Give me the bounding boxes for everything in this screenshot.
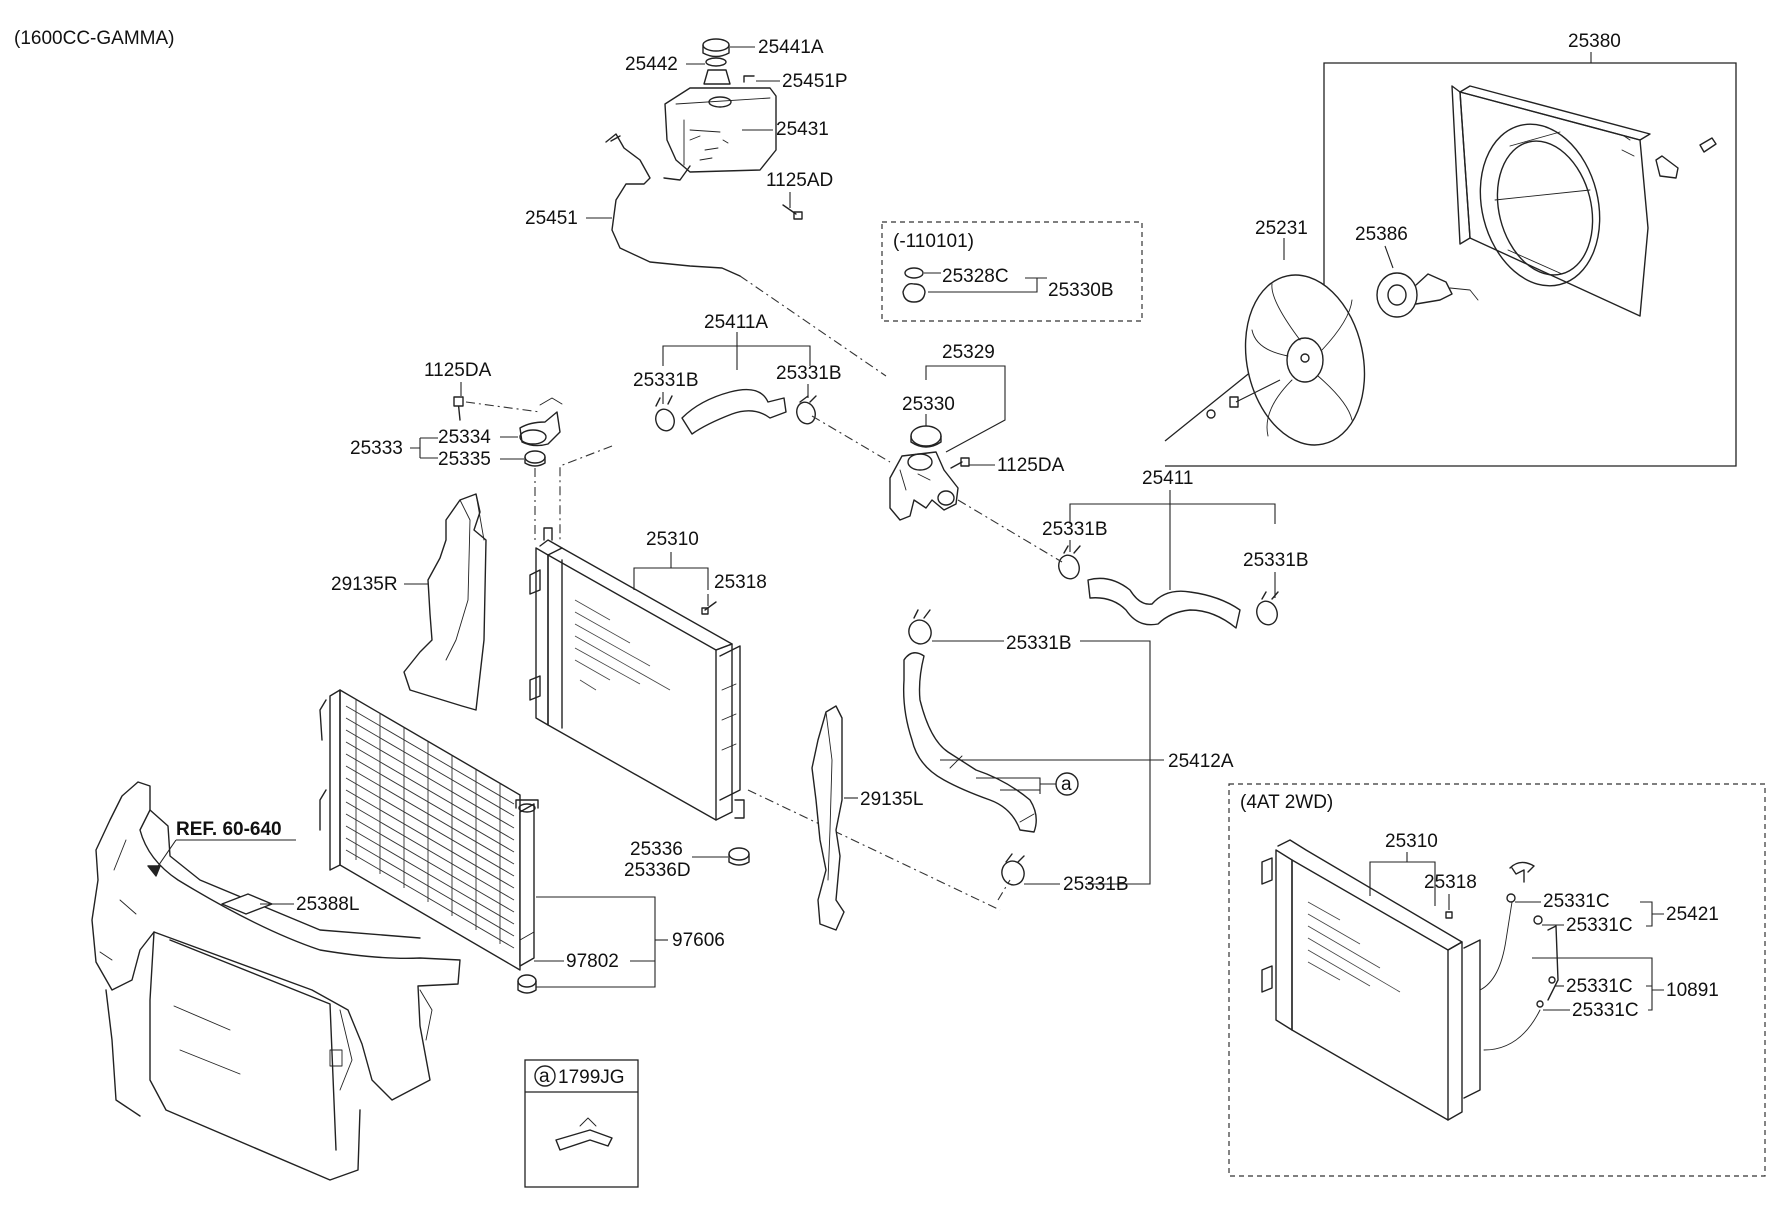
label-97606: 97606 xyxy=(672,930,725,951)
lower-hose-group: a xyxy=(902,609,1079,886)
label-25412A: 25412A xyxy=(1168,751,1234,772)
label-25431: 25431 xyxy=(776,119,829,140)
label-1125DA-b: 1125DA xyxy=(997,455,1065,476)
label-25421: 25421 xyxy=(1666,904,1719,925)
label-10891: 10891 xyxy=(1666,980,1719,1001)
label-25318: 25318 xyxy=(714,572,767,593)
label-25411: 25411 xyxy=(1142,468,1193,489)
variant-4at-box xyxy=(1228,783,1766,1177)
front-end-carrier xyxy=(91,781,461,1181)
label-25331B-b: 25331B xyxy=(776,363,842,384)
engine-note: (1600CC-GAMMA) xyxy=(14,28,174,49)
clip-callout-box: a 1799JG xyxy=(524,1059,639,1188)
label-25231: 25231 xyxy=(1255,218,1308,239)
radiator-main xyxy=(529,527,750,866)
label-25329: 25329 xyxy=(942,342,995,363)
clip-part-number: 1799JG xyxy=(558,1067,625,1088)
label-25310-4at: 25310 xyxy=(1385,831,1438,852)
label-25335: 25335 xyxy=(438,449,491,470)
label-25331B-a: 25331B xyxy=(633,370,699,391)
label-25331C-d: 25331C xyxy=(1572,1000,1639,1021)
air-guard-right xyxy=(403,493,487,711)
ref-label: REF. 60-640 xyxy=(176,819,282,840)
label-25331B-c: 25331B xyxy=(1042,519,1108,540)
date-variant-label: (-110101) xyxy=(893,231,974,252)
label-29135R: 29135R xyxy=(331,574,398,595)
condenser xyxy=(319,689,539,994)
date-variant-box xyxy=(881,221,1143,322)
radiator-mount-bracket xyxy=(453,396,563,467)
label-25411A: 25411A xyxy=(704,312,768,333)
label-25386: 25386 xyxy=(1355,224,1408,245)
label-25330: 25330 xyxy=(902,394,955,415)
label-25336D: 25336D xyxy=(624,860,691,881)
clip-callout-symbol: a xyxy=(539,1066,550,1087)
label-25330B: 25330B xyxy=(1048,280,1114,301)
label-25334: 25334 xyxy=(438,427,491,448)
variant-4at-label: (4AT 2WD) xyxy=(1240,792,1333,813)
label-1125DA-a: 1125DA xyxy=(424,360,492,381)
label-25331B-e: 25331B xyxy=(1006,633,1072,654)
label-1125AD: 1125AD xyxy=(766,170,833,191)
label-25331C-c: 25331C xyxy=(1566,976,1633,997)
label-29135L: 29135L xyxy=(860,789,923,810)
label-25451: 25451 xyxy=(525,208,578,229)
thermostat-housing-group xyxy=(889,425,970,521)
label-25380: 25380 xyxy=(1568,31,1621,52)
label-97802: 97802 xyxy=(566,951,619,972)
upper-hose-group xyxy=(655,388,817,435)
label-25310: 25310 xyxy=(646,529,699,550)
label-25333: 25333 xyxy=(350,438,403,459)
hose-25411-group xyxy=(1058,545,1279,629)
label-25442: 25442 xyxy=(625,54,678,75)
label-25318-4at: 25318 xyxy=(1424,872,1477,893)
air-guard-left xyxy=(811,705,845,931)
label-25331C-a: 25331C xyxy=(1543,891,1610,912)
callout-a: a xyxy=(1061,774,1072,795)
label-25441A: 25441A xyxy=(758,37,824,58)
radiator-4at xyxy=(1261,839,1559,1121)
label-25336: 25336 xyxy=(630,839,683,860)
label-25388L: 25388L xyxy=(296,894,359,915)
label-25331C-b: 25331C xyxy=(1566,915,1633,936)
coolant-reservoir-group xyxy=(605,38,803,277)
label-25331B-f: 25331B xyxy=(1063,874,1129,895)
label-25451P: 25451P xyxy=(782,71,848,92)
label-25331B-d: 25331B xyxy=(1243,550,1309,571)
fan-assembly-group xyxy=(1164,52,1737,467)
label-25328C: 25328C xyxy=(942,266,1009,287)
